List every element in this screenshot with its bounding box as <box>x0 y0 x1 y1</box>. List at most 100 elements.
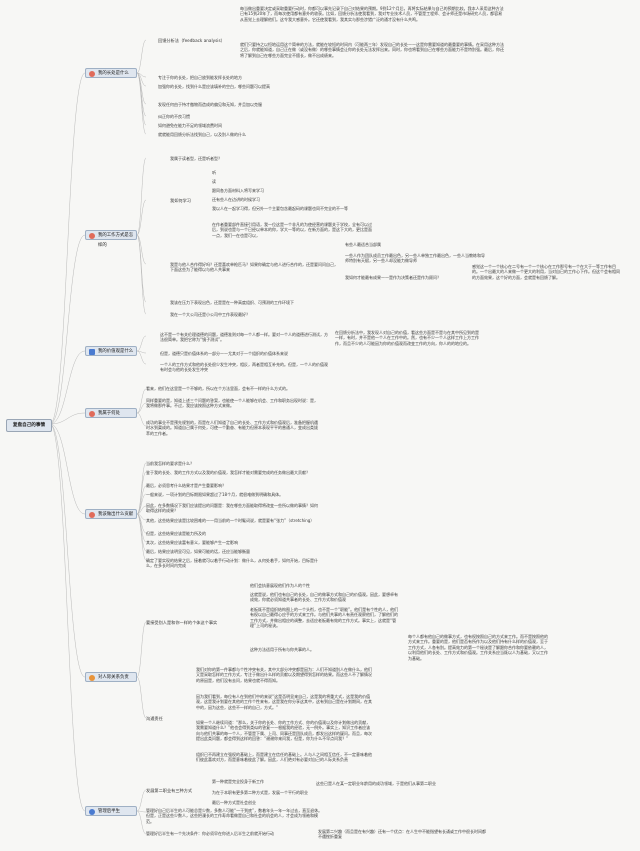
b7-side-3: 发展第二兴趣（而且是在有兴趣）还有一个优点：在人生中不能指望有长诵或工作中很长时… <box>318 829 486 840</box>
fire-icon <box>89 512 95 518</box>
b6-comm-0: 我们对你的第一件事都与个性冲突有关，其中大部分冲突都是因为：人们不知道别人在做什… <box>196 667 372 683</box>
branch-6-connector-2 <box>136 810 147 835</box>
b2-learn-1: 读 <box>212 179 216 184</box>
branch-label: 我属于何处 <box>98 411 120 416</box>
branch-3-connector-2 <box>136 412 147 427</box>
b7-way-2: 最后一种方式是社会创业 <box>212 800 256 805</box>
b7-way-1: 为在于本职有更多第二种方式是，发展一个平行的职业 <box>212 790 308 795</box>
b6-sub-accept[interactable]: 要接受别人是和你一样的个体这个事实 <box>146 620 218 625</box>
branch-work-style[interactable]: 我的工作方式是怎样的 <box>85 230 137 248</box>
root-connector-2 <box>49 350 86 425</box>
branch-5-connector-0 <box>136 621 147 678</box>
branch-4-connector-4 <box>136 505 147 515</box>
b1-item-3: 纠正你的不良习惯 <box>158 114 190 119</box>
branch-label: 我的长处是什么 <box>98 71 129 76</box>
b3-item-0: 但是，道德只是价值体系的一部分——尤其对于一个组织的价值体系来说 <box>160 351 288 356</box>
b3-text-1: 这不是一个有关伦理道德的问题，道德准则对每一个人都一样。要对一个人的道德进行测试… <box>160 332 328 343</box>
b2-q4: 我在一个大公司还是小公司中工作表现最好？ <box>170 312 250 317</box>
b2-q3: 我该在压力下表现出色，还是是在一种高度组织、可预测的工作环境下 <box>170 300 294 305</box>
branch-6-connector-0 <box>136 789 147 812</box>
branch-second-half[interactable]: 管理后半生 <box>85 806 137 816</box>
branch-strengths[interactable]: 我的长处是什么 <box>85 68 137 78</box>
b7-text-2: 管理好自己后半生的人可能总是少数，多数人可能“一干到底”，数着年头一年一年过去，… <box>146 808 323 824</box>
gear-icon <box>89 233 95 239</box>
b1-item-2: 发现任何由于恃才傲物而造成的偏见和无知，并且加以克服 <box>158 102 262 107</box>
b4-item-1: 同样重要的是，知道上述三个问题的答案，也能使一个人能够在机会、工作和职务出现时说… <box>146 398 318 409</box>
branch-1-connector-1 <box>136 199 147 236</box>
b1-sub-feedback[interactable]: 回馈分析法（feedback analysis） <box>158 38 225 43</box>
branch-label: 管理后半生 <box>98 809 120 814</box>
branch-1-connector-4 <box>136 234 147 315</box>
b2-sub2-2: 我如何才能最有成果——是作为决策者还是作为顾问？ <box>345 275 441 280</box>
root-connector-4 <box>49 423 86 515</box>
b2-sub2-1: 一些人作为团队成员工作最出色，另一些人单独工作最出色，一些人当教练和导师特别有天… <box>345 253 485 264</box>
b2-sub-learn[interactable]: 我如何学习 <box>170 198 191 203</box>
b3-side: 在回馈分析法中，我发现人对自己的价值，看这些方面是不是与在其中所见到的是一样，有… <box>335 330 479 346</box>
b2-learn-4: 我以人在一起学习得，但另外一个主要包含最起码的课题也同不完全的不一等 <box>212 206 348 211</box>
b4-item-0: 看来，他们在这里是一个不够的，所以在个方法里面，会有不一样的什么方式的。 <box>146 386 290 391</box>
b2-learn-3: 还有些人在边讲的时候学习 <box>212 197 260 202</box>
b7-side-1: 这些已是人在某一定职业年龄用的成功领域，于是他们从事第二职业 <box>316 781 436 786</box>
branch-label: 我该做出什么贡献 <box>98 512 134 517</box>
b5-item-4: 因此，在多数情况下我们应该提出的问题是：我在哪些方面能取得将改变一些所以做的事情… <box>146 503 318 514</box>
b6-comm-3: 组织已不再建立在强权的基础上，而是建立在信任的基础上。人与人之间相互信任，不一定… <box>196 752 372 763</box>
branch-values[interactable]: 我的价值观是什么 <box>85 346 137 356</box>
b6-sub-communication[interactable]: 沟通责任 <box>146 716 163 721</box>
b5-item-9: 确定了要实现的结果之后，接着就可以着手行动计划：做什么，从何处着手，如何开始，目… <box>146 558 318 569</box>
b5-item-8: 最后，结果应该明显可见，如果可能的话，还应当能够衡量 <box>146 549 250 554</box>
b1-item-1: 加强你的长处，找到什么是应该填补的空白，哪些问题可以提高 <box>158 84 270 89</box>
b2-q1: 我属于读者型，还是听者型？ <box>170 156 222 161</box>
root-connector-5 <box>49 423 86 678</box>
branch-label: 我的工作方式是怎样的 <box>98 233 134 248</box>
b1-item-5: 就就能用回馈分析法找到自己，以及别人做的什么 <box>158 132 246 137</box>
b5-item-0: 当前我怎样的要求是什么？ <box>146 461 194 466</box>
root-connector-6 <box>49 423 86 812</box>
b2-q2: 我是与他人合作得好吗？还是喜欢单枪匹马？如果你确定与他人进行合作的，还是要问问自… <box>170 262 338 273</box>
branch-4-connector-9 <box>136 513 147 561</box>
flag-icon <box>89 411 95 417</box>
b6-comm-2: 如果一个人继续问道：“那么，关于你的长处、你的工作方式、你的价值观以及你计划做出… <box>196 720 372 742</box>
b2-learn-0: 听 <box>212 170 216 175</box>
b5-item-1: 鉴于我的长处、我的工作方式以及我的价值观，我怎样才能对需要完成的任务做出最大贡献… <box>146 470 310 475</box>
root-connector-0 <box>49 72 86 425</box>
branch-0-connector-5 <box>136 72 147 126</box>
b1-text-2: 就们只要持之以恒地运用这个简单的方法，就能在较短的时间内（可能两三年）发现自己的… <box>240 42 504 58</box>
people-icon <box>89 675 95 681</box>
branch-0-connector-6 <box>136 72 147 135</box>
root-node[interactable]: 复盘自己的事情 <box>6 419 52 432</box>
b6-item-1: 这就是说，他们也有自己的长处，自己的做事方式和自己的价值观。因此，要想卓有成效，… <box>250 592 398 603</box>
b4-item-2: 成功的事业不是预先规划的，而是在人们知道了自己的长处、工作方式和价值观后，准备把… <box>146 420 318 436</box>
b5-item-3: 一般来说，一项计划的目标期限如果超过了18个月，就很难做到明确和具体。 <box>146 492 284 497</box>
branch-4-connector-1 <box>136 471 147 515</box>
b6-item-0: 他们会执意展现他们作为人的个性 <box>250 583 310 588</box>
branch-2-connector-2 <box>136 350 147 365</box>
branch-1-connector-3 <box>136 234 147 303</box>
root-connector-1 <box>49 234 86 425</box>
branch-4-connector-3 <box>136 493 147 515</box>
branch-belong[interactable]: 我属于何处 <box>85 408 137 418</box>
branch-1-connector-2 <box>136 234 147 265</box>
b7-sub-three-ways[interactable]: 发展第二职业有三种方式 <box>146 788 193 793</box>
branch-relationships[interactable]: 对人际关系负责 <box>85 672 137 682</box>
b7-way-0: 第一种就是完全投身于新工作 <box>212 779 264 784</box>
branch-label: 我的价值观是什么 <box>98 349 134 354</box>
b2-detail: 感觉这一个一个核心在二号有一个一个核心在工作那号有一个在大于一等工作有目的。一个… <box>472 264 620 280</box>
branch-contribution[interactable]: 我该做出什么贡献 <box>85 509 137 519</box>
branch-0-connector-0 <box>136 39 147 74</box>
b6-item-2: 老板既不是组织结构图上的一个头衔，也不是一个“职能”。他们是有个性的人，他们有权… <box>250 607 399 629</box>
branch-1-connector-0 <box>136 157 147 236</box>
heart-icon <box>89 71 95 77</box>
root-connector-3 <box>49 412 86 425</box>
b1-item-4: 如何避免在能力不足的领域浪费时间 <box>158 123 222 128</box>
b1-item-0: 专注于你的长处，把自己放到能发挥长处的地方 <box>158 75 242 80</box>
b2-sub2-0: 有些人最适合当部属 <box>345 242 381 247</box>
b5-item-2: 最后，必须思考什么结果才是产生重要影响？ <box>146 483 226 488</box>
branch-3-connector-1 <box>136 402 147 414</box>
branch-0-connector-2 <box>136 72 147 87</box>
b5-item-6: 但是，这些结果应该是能力所及的 <box>146 531 206 536</box>
square-icon <box>89 349 95 355</box>
branch-label: 对人际关系负责 <box>98 675 129 680</box>
b7-text-3: 管理好后半生有一个先决条件：你必须早在你进入后半生之前就开始行动 <box>146 831 274 836</box>
